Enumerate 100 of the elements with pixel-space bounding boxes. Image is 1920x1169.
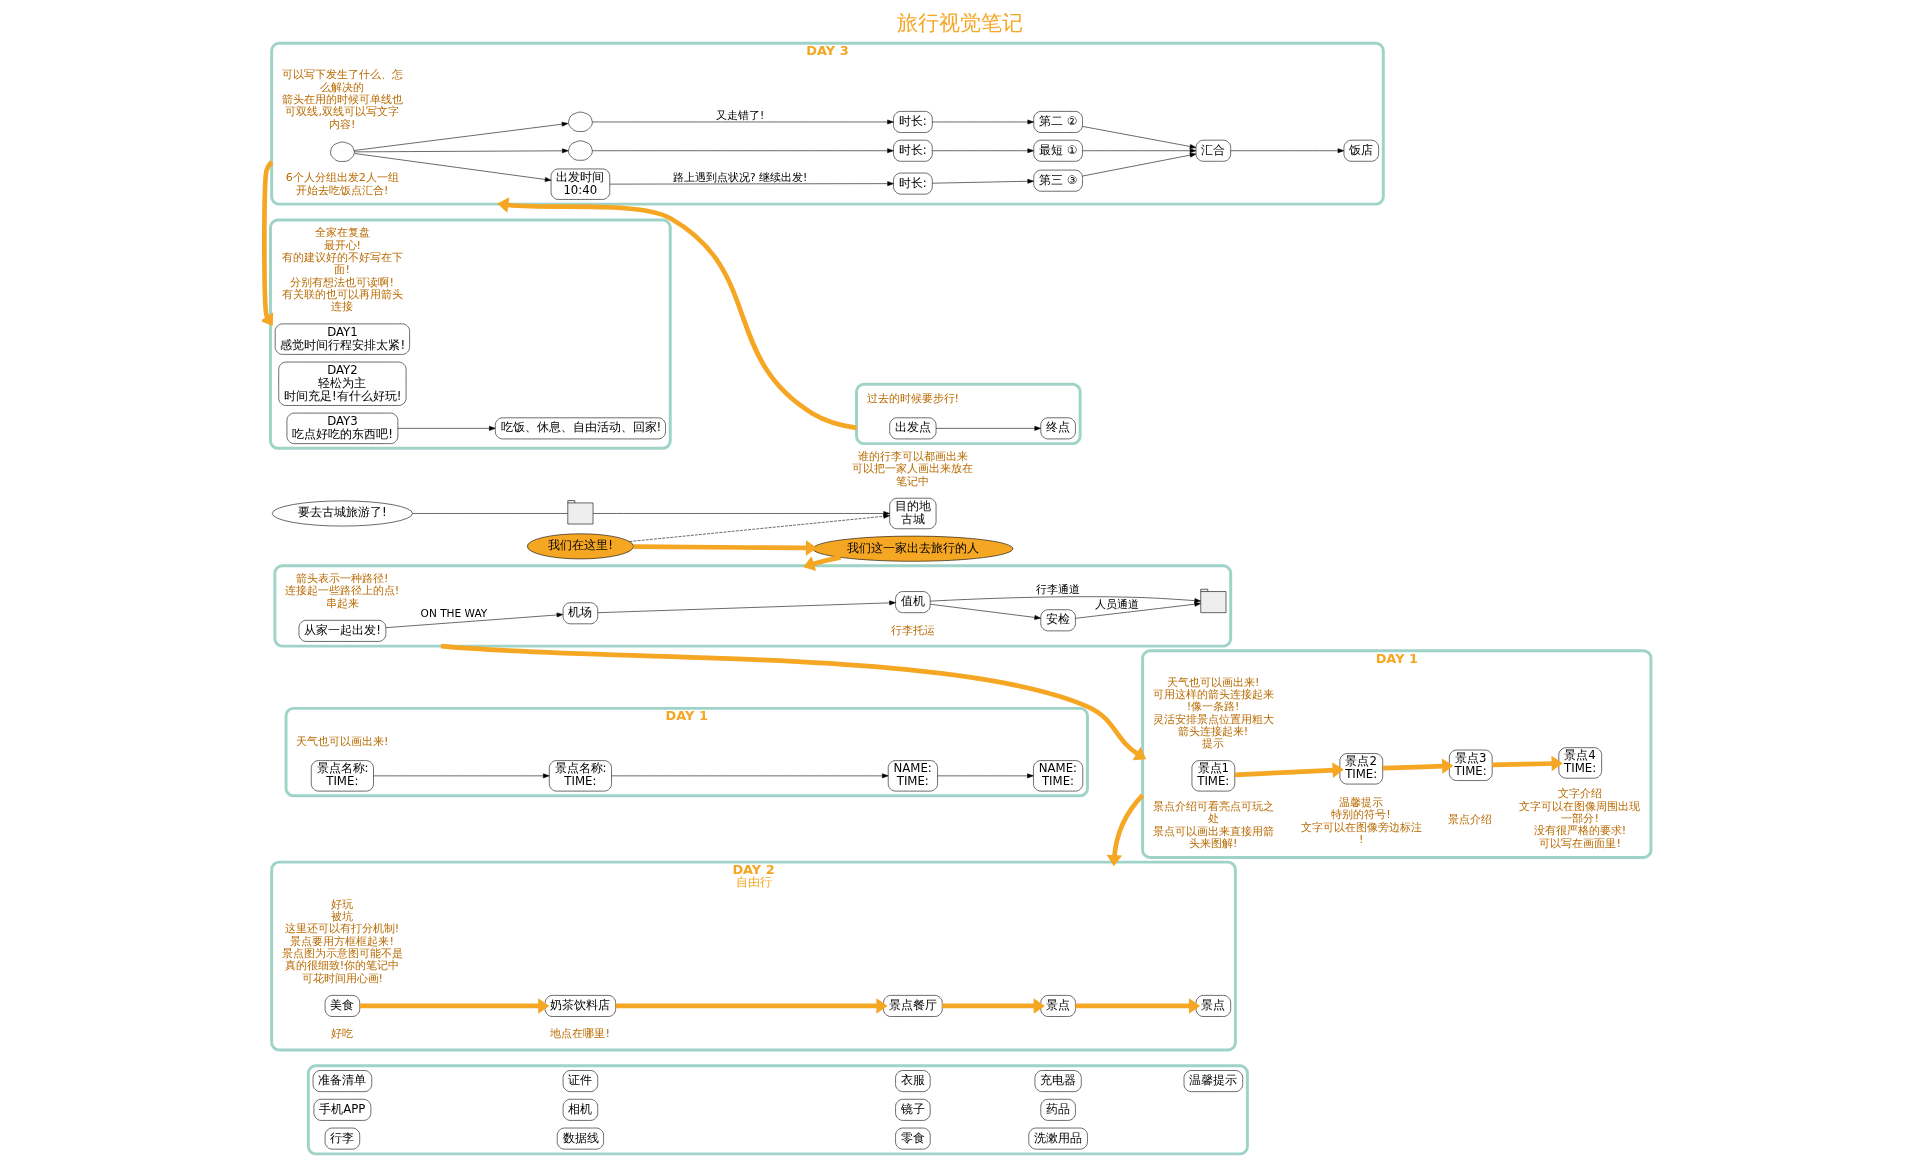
arrow [932, 119, 1034, 125]
node-label: 天气也可以画出来! [1167, 675, 1260, 689]
arrow [397, 426, 496, 431]
node-box: 第二 ② [1033, 111, 1083, 133]
node-box: 充电器 [1034, 1070, 1082, 1092]
node-box: NAME: TIME: [1033, 760, 1084, 792]
node-person [568, 111, 593, 132]
node-box: 从家一起出发! [298, 620, 387, 642]
node-label: 天气也可以画出来! [296, 735, 389, 749]
cluster [273, 564, 1233, 648]
arrow [1082, 126, 1197, 149]
arrow [930, 603, 1041, 620]
node-box: 终点 [1040, 417, 1076, 440]
arrow [942, 998, 1045, 1014]
node-label: 文字可以在图像旁边标注! [1300, 820, 1422, 846]
node-label: 文字可以在图像周围出现一部分! [1519, 799, 1641, 826]
node-label: 可以写在画面里! [1539, 836, 1621, 850]
node-box: DAY1 感觉时间行程安排太紧! [274, 323, 410, 355]
node-box: 美食 [324, 995, 360, 1017]
arrow [592, 148, 894, 154]
node-box: 奶茶饮料店 [544, 995, 616, 1017]
arrow [1492, 755, 1563, 772]
node-ellipse: 要去古城旅游了! [271, 500, 413, 527]
arrow [354, 153, 552, 182]
node-label: 文字介绍 [1557, 787, 1602, 801]
node-box: 手机APP [313, 1099, 372, 1121]
node-box: 出发点 [889, 417, 937, 440]
arrow [597, 600, 896, 613]
node-ellipse: 我们这一家出去旅行的人 [812, 535, 1014, 562]
node-label: 最开心! [323, 238, 362, 252]
arrow [932, 178, 1034, 184]
node-label: 景点图为示意图可能不是真的很细致!你的笔记中可花时间用心画! [281, 947, 403, 985]
node-box: 目的地 古城 [889, 497, 937, 530]
node-box: 时长: [893, 139, 933, 162]
node-label: 可以写下发生了什么、怎么解决的 [281, 68, 403, 94]
arrow [609, 181, 894, 186]
node-label: 特别的符号! [1331, 808, 1391, 822]
edge-label: 又走错了! [715, 108, 765, 121]
node-label: 提示 [1202, 737, 1225, 751]
node-box: 最短 ① [1033, 139, 1083, 162]
arrow [1230, 148, 1345, 154]
node-box: 零食 [895, 1127, 931, 1150]
arrow [633, 540, 818, 556]
node-label: 地点在哪里! [550, 1027, 610, 1041]
cluster [269, 218, 672, 450]
node-label: 好吃 [331, 1027, 354, 1041]
node-person [568, 140, 593, 161]
arrow [354, 148, 569, 154]
node-box: 景点 [1195, 995, 1231, 1017]
arrow [373, 773, 550, 779]
node-label: 箭头在用的时候可单线也可双线,双线可以写文字内容! [281, 93, 403, 131]
edge-label: 路上遇到点状况? 继续出发! [672, 170, 808, 183]
arrow [1082, 148, 1197, 154]
node-box: 安检 [1040, 609, 1076, 632]
arrow [629, 513, 890, 542]
node-label: 行李托运 [890, 623, 935, 637]
node-label: 好玩 [331, 897, 354, 911]
node-box: 景点2 TIME: [1339, 753, 1383, 785]
node-person [330, 141, 355, 162]
node-box: DAY2 轻松为主 时间充足!有什么好玩! [278, 361, 407, 406]
node-label: 景点要用方框框起来! [290, 934, 394, 948]
edge-label: 人员通道 [1094, 597, 1139, 610]
node-box: 时长: [893, 172, 933, 195]
node-label: 有的建议好的不好写在下面! [281, 250, 403, 277]
arrow [615, 998, 888, 1014]
node-box: 景点4 TIME: [1558, 747, 1602, 779]
node-label: 被坑 [331, 910, 354, 924]
node-box: 汇合 [1195, 139, 1231, 162]
node-box: NAME: TIME: [887, 760, 938, 792]
arrow [262, 160, 274, 327]
node-box: DAY3 吃点好吃的东西吧! [286, 412, 399, 444]
node-label: 连接起一些路径上的点! [284, 584, 400, 598]
node-label: 可用这样的箭头连接起来!像一条路! [1152, 687, 1274, 714]
arrow [935, 426, 1041, 431]
node-label: 有关联的也可以再用箭头连接 [281, 287, 403, 314]
node-box: 景点餐厅 [883, 995, 943, 1017]
node-box: 药品 [1040, 1099, 1076, 1121]
node-box: 值机 [895, 591, 931, 613]
node-label: 谁的行李可以都画出来 [857, 449, 968, 463]
arrow [937, 773, 1034, 779]
arrow [611, 773, 889, 779]
node-box: 出发时间 10:40 [550, 168, 611, 200]
edge-label: ON THE WAY [420, 607, 488, 620]
cluster [306, 1064, 1249, 1156]
node-box: 准备清单 [312, 1070, 373, 1092]
node-label: 景点可以画出来直接用箭头来图解! [1152, 824, 1274, 850]
node-box: 机场 [562, 602, 599, 625]
arrow [1382, 758, 1454, 774]
arrow [353, 121, 569, 151]
node-box: 第三 ③ [1033, 169, 1083, 192]
arrow [1082, 152, 1197, 177]
node-box: 相机 [562, 1099, 599, 1121]
arrow [930, 596, 1201, 603]
node-ellipse: 我们在这里! [527, 533, 634, 560]
arrow [1075, 601, 1201, 619]
node-box: 时长: [893, 111, 933, 133]
node-label: 景点介绍可看亮点可玩之处 [1152, 800, 1274, 826]
cluster [855, 382, 1082, 446]
node-label: 温馨提示 [1338, 795, 1383, 809]
node-box: 景点1 TIME: [1191, 760, 1236, 792]
